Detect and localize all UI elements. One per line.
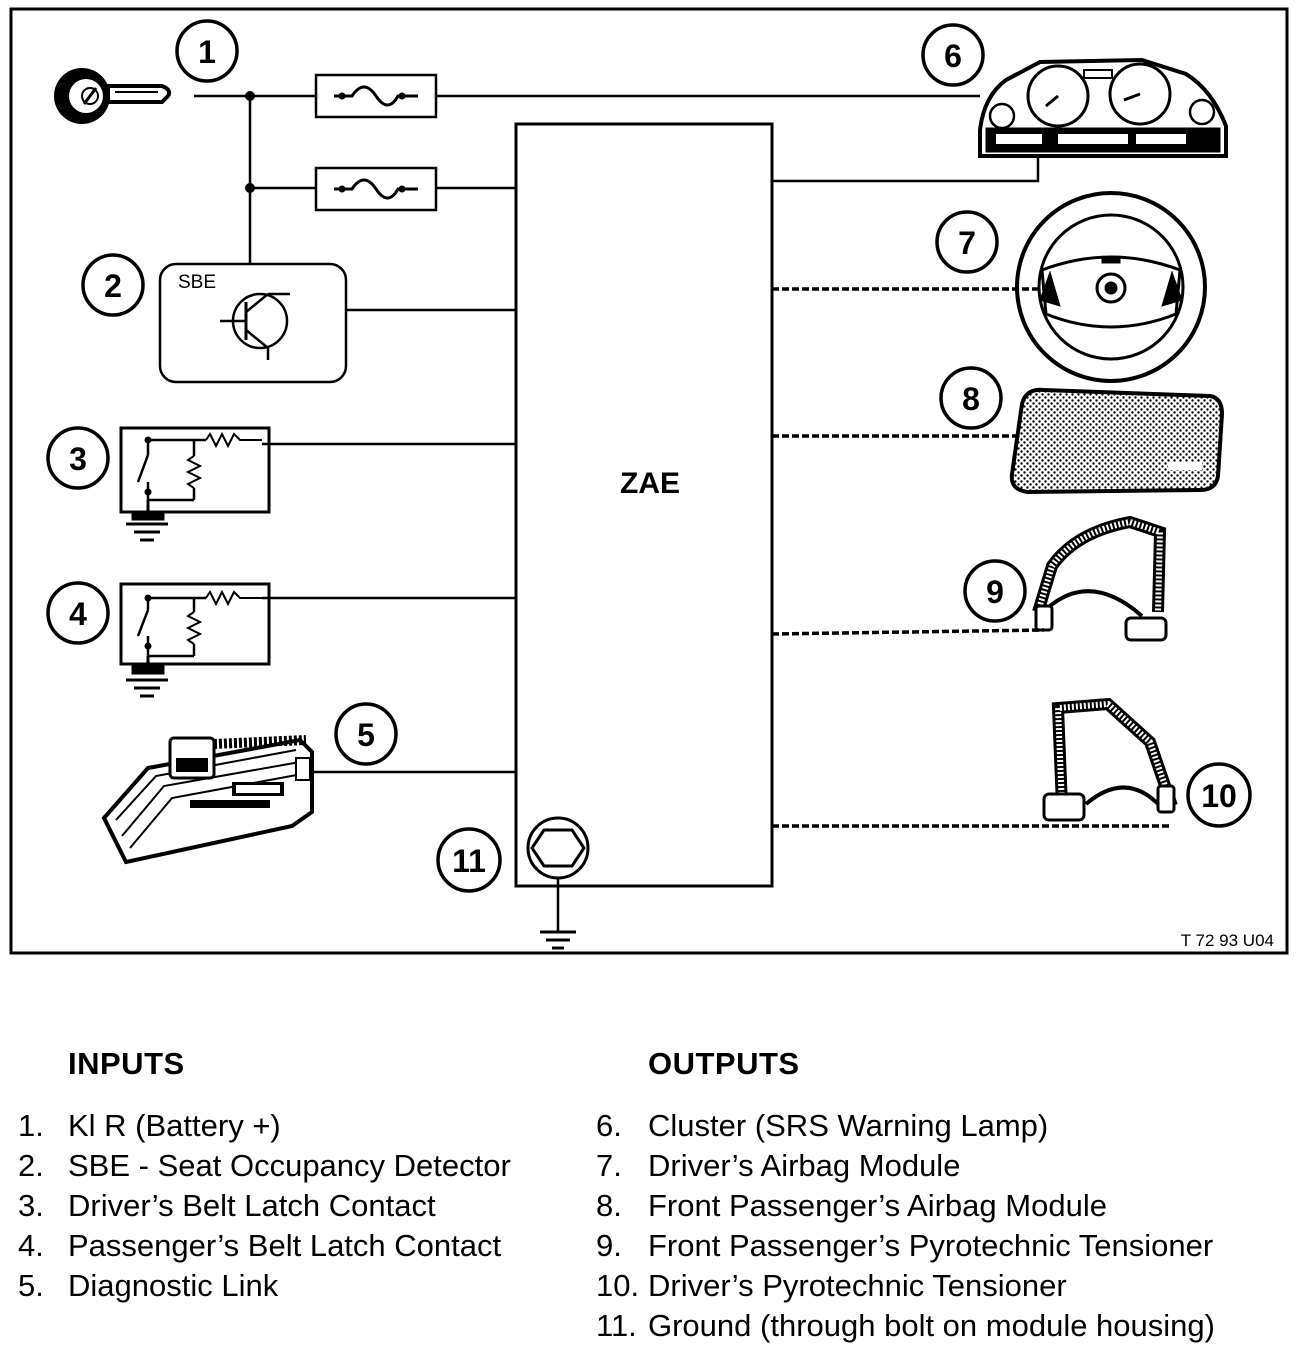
- list-item: 3.Driver’s Belt Latch Contact: [18, 1188, 436, 1223]
- zae-control-unit: ZAE: [514, 122, 774, 888]
- list-item: 8.Front Passenger’s Airbag Module: [596, 1188, 1107, 1223]
- diagnostic-link-connector: [101, 735, 516, 865]
- passenger-belt-latch-contact: [119, 582, 516, 698]
- steering-wheel-airbag-icon: [1015, 191, 1207, 383]
- svg-text:3: 3: [69, 441, 87, 477]
- ground-bolt: [526, 816, 590, 950]
- callout-4: 4: [46, 581, 110, 645]
- svg-text:1: 1: [198, 34, 216, 70]
- callout-7: 7: [935, 210, 999, 274]
- list-item: 4.Passenger’s Belt Latch Contact: [18, 1228, 502, 1263]
- callout-9: 9: [963, 559, 1027, 623]
- list-item: 6.Cluster (SRS Warning Lamp): [596, 1108, 1049, 1143]
- driver-tensioner-icon: [1042, 697, 1178, 822]
- list-item: 11.Ground (through bolt on module housin…: [596, 1308, 1215, 1343]
- driver-belt-latch-contact: [119, 426, 516, 542]
- callout-1: 1: [175, 19, 239, 83]
- figure-code: T 72 93 U04: [1181, 931, 1274, 950]
- callout-11: 11: [436, 827, 502, 893]
- sbe-label: SBE: [178, 272, 216, 293]
- passenger-tensioner-icon: [1032, 515, 1168, 642]
- ignition-key-icon: [54, 68, 172, 124]
- inputs-heading: INPUTS: [68, 1046, 185, 1081]
- svg-text:8: 8: [962, 381, 980, 417]
- callout-6: 6: [921, 23, 985, 87]
- svg-text:10: 10: [1201, 778, 1237, 814]
- list-item: 1.Kl R (Battery +): [18, 1108, 281, 1143]
- outputs-list: 6.Cluster (SRS Warning Lamp) 7.Driver’s …: [596, 1106, 1215, 1346]
- tensioner-9-wire: [771, 628, 1045, 636]
- instrument-cluster-icon: [978, 57, 1228, 158]
- list-item: 9.Front Passenger’s Pyrotechnic Tensione…: [596, 1228, 1214, 1263]
- list-item: 2.SBE - Seat Occupancy Detector: [18, 1148, 511, 1183]
- callout-5: 5: [334, 702, 398, 766]
- list-item: 5.Diagnostic Link: [18, 1268, 279, 1303]
- svg-text:5: 5: [357, 717, 375, 753]
- list-item: 10.Driver’s Pyrotechnic Tensioner: [596, 1268, 1067, 1303]
- inputs-list: 1.Kl R (Battery +) 2.SBE - Seat Occupanc…: [18, 1106, 511, 1306]
- svg-text:4: 4: [69, 596, 87, 632]
- outputs-heading: OUTPUTS: [648, 1046, 800, 1081]
- airbag-system-diagram: ZAE SBE: [9, 7, 1289, 955]
- diagram-frame: [9, 7, 1289, 955]
- svg-text:9: 9: [986, 574, 1004, 610]
- svg-text:6: 6: [944, 38, 962, 74]
- callout-10: 10: [1186, 762, 1252, 828]
- fuse-2-icon: [314, 166, 438, 212]
- svg-text:11: 11: [452, 843, 486, 879]
- passenger-airbag-icon: [1009, 387, 1225, 495]
- svg-text:7: 7: [958, 225, 976, 261]
- sbe-detector: SBE: [158, 262, 516, 384]
- fuse-1-icon: [314, 73, 438, 119]
- zae-label: ZAE: [620, 467, 680, 500]
- svg-text:2: 2: [104, 268, 122, 304]
- power-wiring: [194, 94, 1040, 264]
- callout-8: 8: [939, 366, 1003, 430]
- callout-2: 2: [81, 253, 145, 317]
- callout-3: 3: [46, 426, 110, 490]
- list-item: 7.Driver’s Airbag Module: [596, 1148, 961, 1183]
